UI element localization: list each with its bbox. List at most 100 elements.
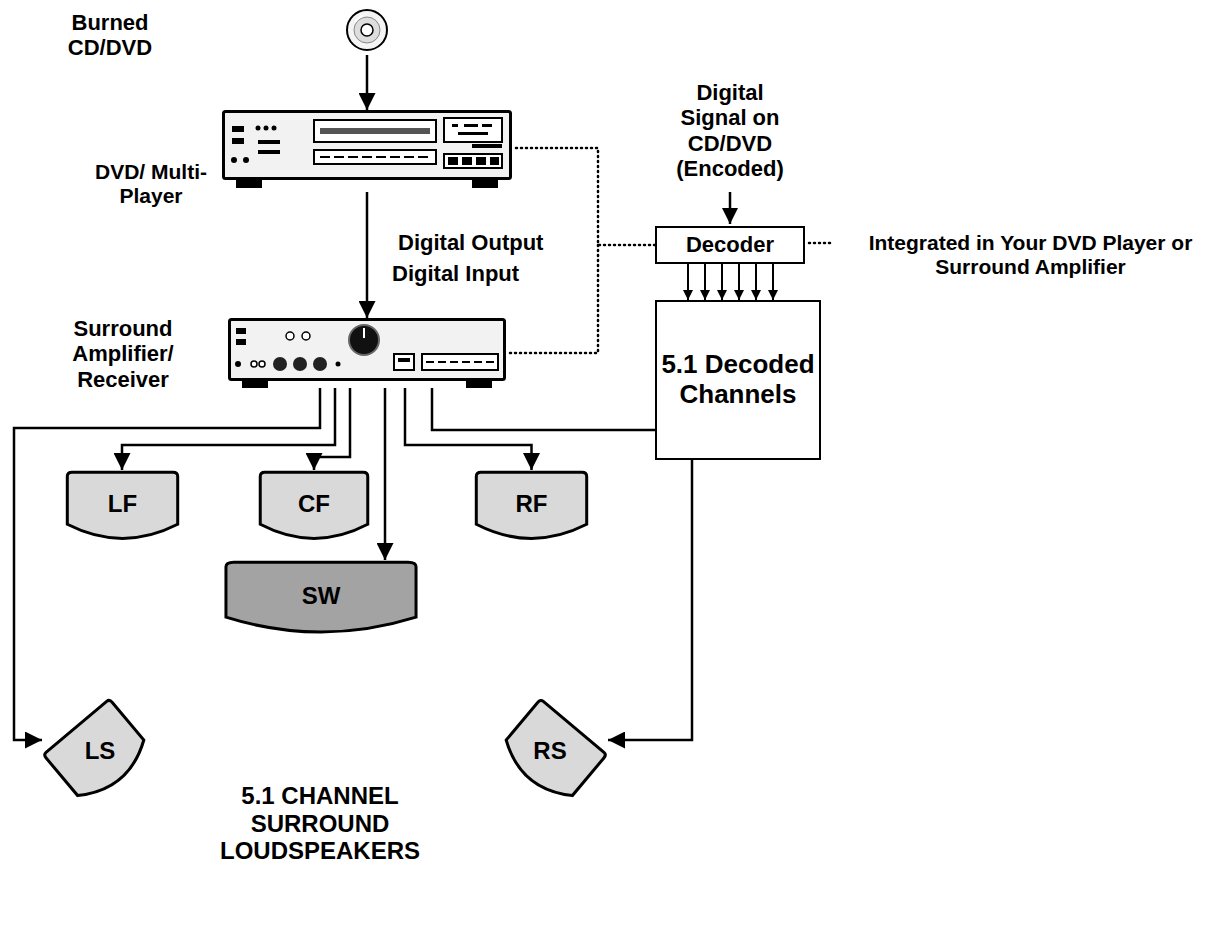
drawing-part [259, 361, 265, 367]
drawing-part [236, 328, 246, 334]
node-label: Decoder [686, 232, 774, 257]
drawing-part [363, 328, 365, 338]
loudspeaker: SW [222, 560, 420, 640]
drawing-part [336, 362, 341, 367]
drawing-part [355, 16, 363, 22]
node-label: LS [85, 737, 116, 765]
loudspeaker: CF [258, 470, 370, 546]
drawing-part [458, 132, 488, 135]
drawing-part [232, 126, 244, 132]
annotation-label: Digital Signal on CD/DVD (Encoded) [665, 80, 795, 181]
arrow-connector [385, 388, 386, 560]
drawing-part [320, 156, 430, 158]
process-box: Decoder [655, 226, 805, 264]
drawing-part [476, 472, 586, 538]
drawing-part [349, 325, 379, 355]
node-label: LF [108, 490, 137, 518]
drawing-part [273, 357, 287, 371]
node-shape [345, 8, 389, 52]
drawing-part [426, 361, 494, 363]
drawing-part [476, 157, 486, 165]
drawing-part [230, 320, 505, 380]
amplifier: Surround Amplifier/ Receiver [228, 318, 506, 388]
drawing-part [236, 178, 262, 188]
connector-line [721, 264, 723, 300]
loudspeaker: RS [490, 700, 610, 810]
connector-line [366, 55, 369, 110]
device-label: DVD/ Multi-Player [85, 160, 217, 208]
drawing-part [224, 112, 511, 179]
annotation-label: Integrated in Your DVD Player or Surroun… [838, 231, 1223, 279]
node-label: CF [298, 490, 330, 518]
loudspeaker: RF [474, 470, 589, 546]
drawing-part [302, 332, 310, 340]
drawing-part [314, 120, 436, 142]
drawing-part [444, 118, 502, 142]
drawing-part [293, 357, 307, 371]
drawing-part [314, 150, 436, 164]
annotation-label: Digital Input [392, 261, 582, 286]
drawing-part [231, 157, 237, 163]
drawing-part [260, 472, 368, 538]
drawing-part [452, 124, 458, 127]
drawing-part [232, 138, 244, 144]
arrow-connector [367, 55, 368, 110]
drawing-part [398, 358, 410, 362]
arrow-connector [367, 192, 368, 318]
drawing-part [472, 178, 498, 188]
connector-line [738, 264, 740, 300]
drawing-part [43, 699, 153, 807]
device-label: Surround Amplifier/ Receiver [48, 316, 198, 392]
disc-icon: Burned CD/DVD [345, 8, 389, 52]
connector-line [687, 264, 689, 300]
drawing-part [466, 378, 492, 388]
connector-line [704, 264, 706, 300]
node-label: RF [516, 490, 548, 518]
process-box: 5.1 Decoded Channels [655, 300, 821, 460]
drawing-part [497, 699, 607, 807]
drawing-part [67, 472, 177, 538]
drawing-part [235, 361, 241, 367]
drawing-part [444, 154, 502, 168]
annotation-label: Digital Output [398, 230, 588, 255]
node-label: RS [533, 737, 566, 765]
drawing-part [354, 17, 380, 43]
connector-line [772, 264, 774, 300]
drawing-part [464, 124, 478, 127]
drawing-part [320, 128, 430, 134]
arrow-connector [688, 264, 773, 300]
dvd-player: DVD/ Multi-Player [222, 110, 512, 190]
drawing-part [286, 332, 294, 340]
drawing-part [490, 157, 499, 165]
arrow-connector [432, 388, 692, 740]
drawing-part [258, 150, 280, 154]
drawing-part [272, 126, 277, 131]
drawing-part [448, 157, 458, 165]
connector-line [384, 388, 387, 560]
signal-arrow [729, 192, 732, 224]
drawing-part [256, 126, 261, 131]
caption-label: 5.1 CHANNEL SURROUND LOUDSPEAKERS [200, 782, 440, 865]
connector-line [432, 388, 692, 740]
drawing-part [422, 354, 498, 370]
node-label: SW [302, 582, 341, 610]
drawing-part [264, 126, 269, 131]
node-shape [228, 318, 506, 388]
node-label: 5.1 Decoded Channels [657, 350, 819, 410]
dotted-leader [809, 242, 834, 245]
loudspeaker: LS [40, 700, 160, 810]
connector-line [755, 264, 757, 300]
connector-line [510, 245, 598, 353]
drawing-part [482, 124, 492, 127]
drawing-part [347, 10, 387, 50]
drawing-part [226, 562, 416, 632]
drawing-part [462, 157, 472, 165]
drawing-part [361, 24, 373, 36]
drawing-part [313, 357, 327, 371]
drawing-part [394, 354, 414, 370]
drawing-part [242, 378, 268, 388]
device-label: Burned CD/DVD [45, 10, 175, 61]
